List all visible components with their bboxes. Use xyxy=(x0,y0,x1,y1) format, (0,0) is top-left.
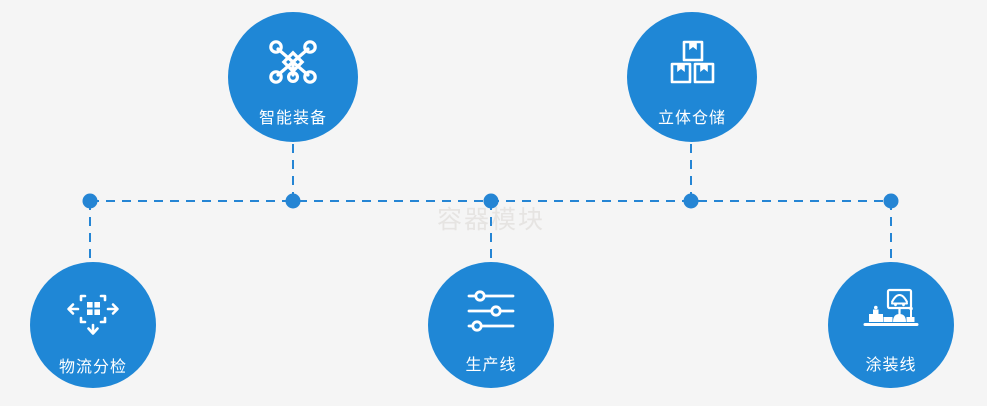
junction-node-5[interactable] xyxy=(883,193,899,209)
junction-node-4[interactable] xyxy=(683,193,699,209)
module-stereo-warehouse[interactable]: 立体仓储 xyxy=(627,12,757,142)
module-logistics-sorting[interactable]: 物流分检 xyxy=(30,262,156,388)
stacked-boxes-icon xyxy=(666,38,718,86)
module-painting-line[interactable]: 涂装线 xyxy=(828,262,954,388)
network-nodes-icon xyxy=(267,38,319,86)
module-label: 生产线 xyxy=(465,355,517,374)
junction-node-3[interactable] xyxy=(483,193,499,209)
module-label: 涂装线 xyxy=(865,355,917,374)
module-label: 立体仓储 xyxy=(657,108,726,127)
sliders-icon xyxy=(465,288,517,334)
paint-booth-icon xyxy=(863,288,919,334)
module-production-line[interactable]: 生产线 xyxy=(428,262,554,388)
module-smart-equipment[interactable]: 智能装备 xyxy=(228,12,358,142)
module-label: 智能装备 xyxy=(258,108,327,127)
sorting-scan-arrows-icon xyxy=(66,288,120,336)
junction-node-1[interactable] xyxy=(82,193,98,209)
junction-node-2[interactable] xyxy=(285,193,301,209)
module-label: 物流分检 xyxy=(58,357,127,376)
